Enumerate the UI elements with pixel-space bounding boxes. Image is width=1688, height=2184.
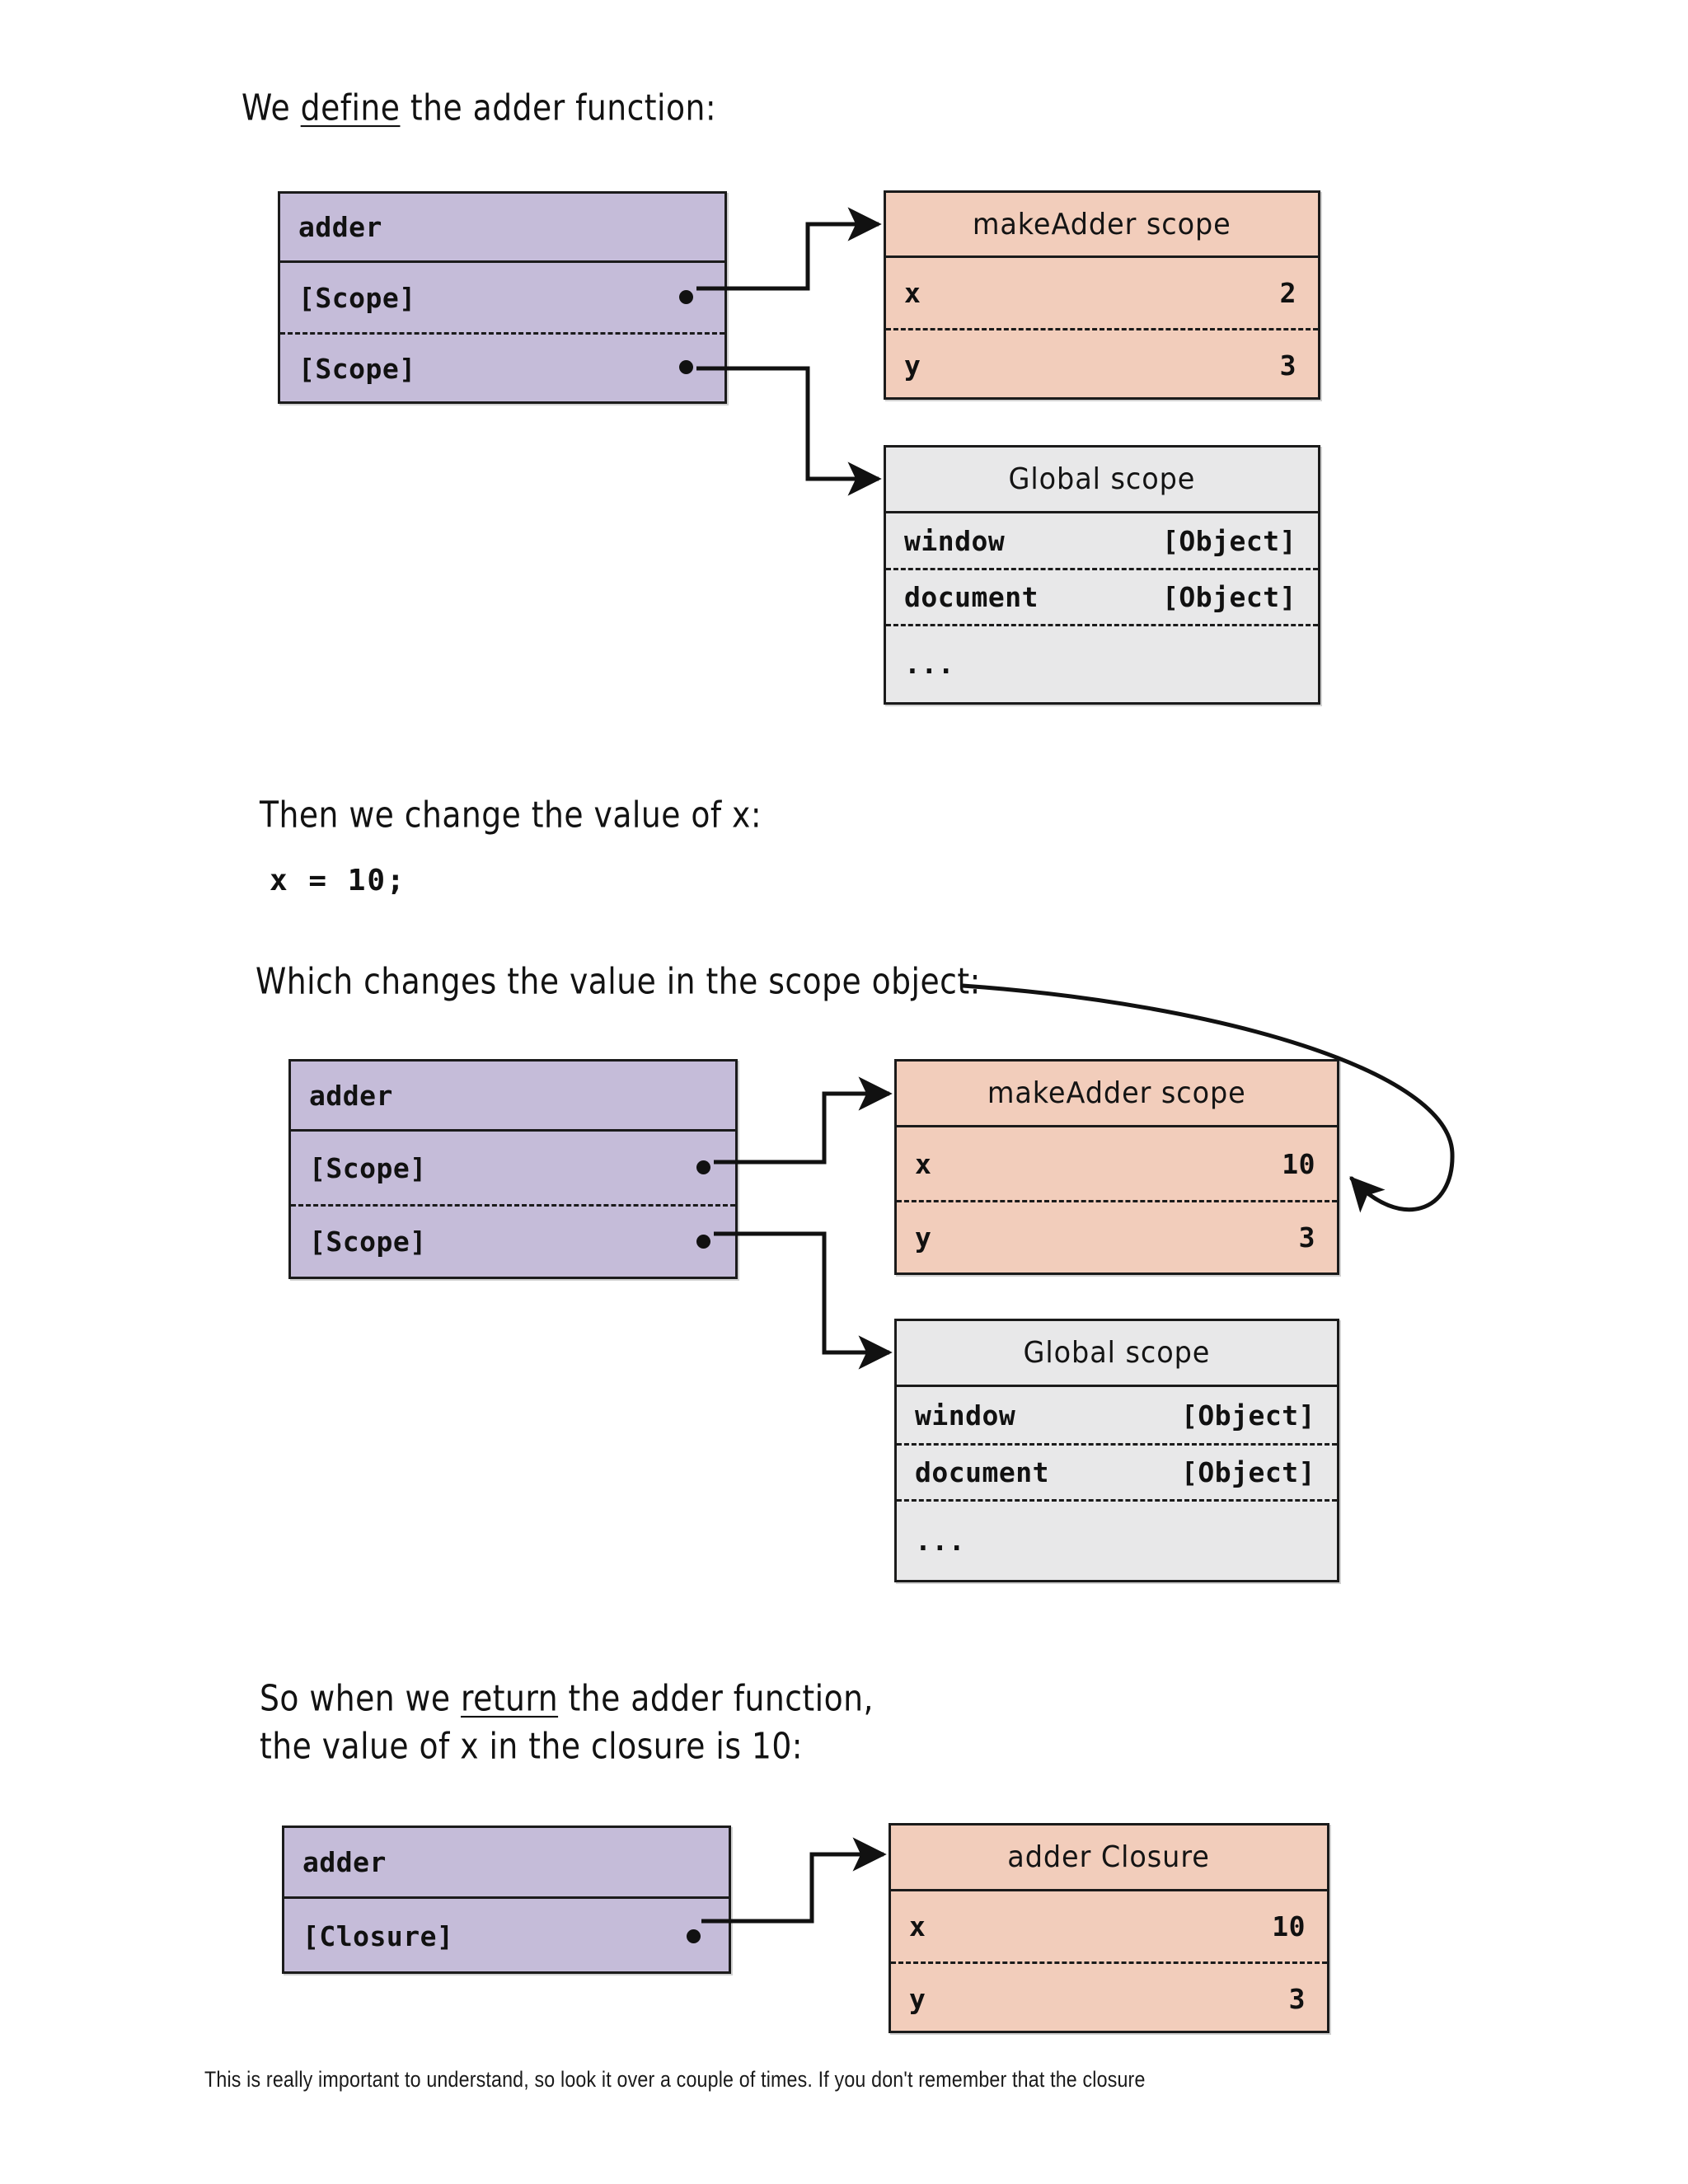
adder-closure-header-3: adder Closure [891, 1825, 1327, 1891]
global-var-value-document-1: [Object] [1162, 581, 1296, 613]
global-var-name-window-1: window [904, 524, 1006, 557]
connector-dot-1b [679, 360, 693, 374]
closure-var-name-x-3: x [909, 1910, 926, 1943]
adder-closure-label-3: [Closure] [302, 1920, 454, 1952]
footer-note: This is really important to understand, … [204, 2067, 1146, 2092]
caption-text-pre: We [241, 87, 301, 129]
global-scope-title-1: Global scope [1008, 462, 1196, 496]
adder-closure-title-3: adder Closure [1007, 1840, 1211, 1874]
global-var-ellipsis-2: ... [915, 1525, 966, 1557]
global-var-name-document-1: document [904, 581, 1039, 613]
adder-box-header-1: adder [280, 194, 724, 263]
section-two-caption-which: Which changes the value in the scope obj… [256, 960, 981, 1003]
global-scope-row-document-1: document [Object] [886, 568, 1318, 624]
global-var-value-window-2: [Object] [1181, 1399, 1315, 1432]
makeadder-scope-title-1: makeAdder scope [973, 207, 1231, 241]
connector-dot-1a [679, 290, 693, 304]
connector-dot-2a [696, 1160, 710, 1174]
adder-closure-box-3: adder Closure x 10 y 3 [889, 1823, 1329, 2033]
adder-box-header-2: adder [291, 1062, 735, 1132]
caption3-underlined: return [460, 1677, 559, 1720]
global-scope-title-2: Global scope [1023, 1336, 1211, 1370]
makeadder-scope-box-1: makeAdder scope x 2 y 3 [884, 190, 1320, 400]
adder-scope-row-1a: [Scope] [280, 263, 724, 332]
code-line-assignment: x = 10; [270, 864, 406, 898]
caption-text-post: the adder function: [400, 87, 717, 129]
adder-scope-row-2a: [Scope] [291, 1132, 735, 1204]
scope-var-name-x-2: x [915, 1147, 932, 1180]
closure-row-x-3: x 10 [891, 1891, 1327, 1961]
global-var-value-document-2: [Object] [1181, 1456, 1315, 1488]
makeadder-scope-box-2: makeAdder scope x 10 y 3 [894, 1059, 1339, 1275]
caption3-post: the adder function, [558, 1677, 874, 1720]
makeadder-scope-row-y-1: y 3 [886, 328, 1318, 400]
closure-var-value-x-3: 10 [1272, 1910, 1306, 1943]
makeadder-scope-row-y-2: y 3 [897, 1200, 1337, 1272]
adder-scope-row-2b: [Scope] [291, 1204, 735, 1277]
scope-var-name-x-1: x [904, 277, 921, 309]
connector-dot-2b [696, 1235, 710, 1249]
adder-function-box-3: adder [Closure] [282, 1825, 731, 1974]
adder-scope-label-2b: [Scope] [309, 1226, 427, 1258]
scope-var-value-y-2: 3 [1298, 1221, 1315, 1254]
global-scope-row-document-2: document [Object] [897, 1443, 1337, 1499]
global-scope-box-2: Global scope window [Object] document [O… [894, 1319, 1339, 1582]
scope-var-value-y-1: 3 [1279, 349, 1296, 382]
adder-box-header-3: adder [284, 1828, 729, 1899]
global-scope-row-window-2: window [Object] [897, 1387, 1337, 1443]
scope-var-name-y-1: y [904, 349, 921, 382]
makeadder-scope-row-x-1: x 2 [886, 258, 1318, 328]
adder-box-title-2: adder [309, 1079, 393, 1112]
caption-text-underlined: define [300, 87, 401, 129]
adder-box-title-3: adder [302, 1846, 387, 1878]
global-scope-box-1: Global scope window [Object] document [O… [884, 445, 1320, 705]
makeadder-scope-row-x-2: x 10 [897, 1127, 1337, 1200]
adder-scope-label-1b: [Scope] [298, 352, 416, 385]
global-var-ellipsis-1: ... [904, 647, 955, 680]
scope-var-value-x-2: 10 [1282, 1147, 1315, 1180]
global-scope-header-2: Global scope [897, 1321, 1337, 1387]
adder-function-box-1: adder [Scope] [Scope] [278, 191, 727, 404]
global-var-value-window-1: [Object] [1162, 524, 1296, 557]
section-three-caption-line1: So when we return the adder function, [260, 1673, 874, 1723]
arrow-scope1-to-makeadder-2 [714, 1076, 893, 1165]
section-one-caption: We define the adder function: [241, 82, 716, 133]
closure-var-name-y-3: y [909, 1982, 926, 2015]
adder-function-box-2: adder [Scope] [Scope] [288, 1059, 738, 1279]
adder-closure-row-3: [Closure] [284, 1899, 729, 1974]
global-scope-row-ellipsis-1: ... [886, 624, 1318, 701]
arrow-scope2-to-global-2 [714, 1231, 893, 1370]
adder-scope-row-1b: [Scope] [280, 332, 724, 402]
scope-var-name-y-2: y [915, 1221, 932, 1254]
global-var-name-window-2: window [915, 1399, 1016, 1432]
section-two-caption-change: Then we change the value of x: [260, 794, 762, 837]
adder-scope-label-2a: [Scope] [309, 1151, 427, 1184]
global-scope-header-1: Global scope [886, 448, 1318, 513]
adder-box-title-1: adder [298, 211, 382, 243]
makeadder-scope-header-1: makeAdder scope [886, 193, 1318, 258]
global-var-name-document-2: document [915, 1456, 1049, 1488]
scope-var-value-x-1: 2 [1279, 277, 1296, 309]
caption3-pre: So when we [260, 1677, 461, 1720]
global-scope-row-window-1: window [Object] [886, 513, 1318, 568]
closure-row-y-3: y 3 [891, 1961, 1327, 2033]
section-three-caption-line2: the value of x in the closure is 10: [260, 1725, 803, 1768]
makeadder-scope-header-2: makeAdder scope [897, 1062, 1337, 1127]
adder-scope-label-1a: [Scope] [298, 281, 416, 314]
global-scope-row-ellipsis-2: ... [897, 1499, 1337, 1580]
closure-var-value-y-3: 3 [1288, 1982, 1306, 2015]
makeadder-scope-title-2: makeAdder scope [987, 1076, 1246, 1110]
connector-dot-3 [687, 1929, 701, 1943]
